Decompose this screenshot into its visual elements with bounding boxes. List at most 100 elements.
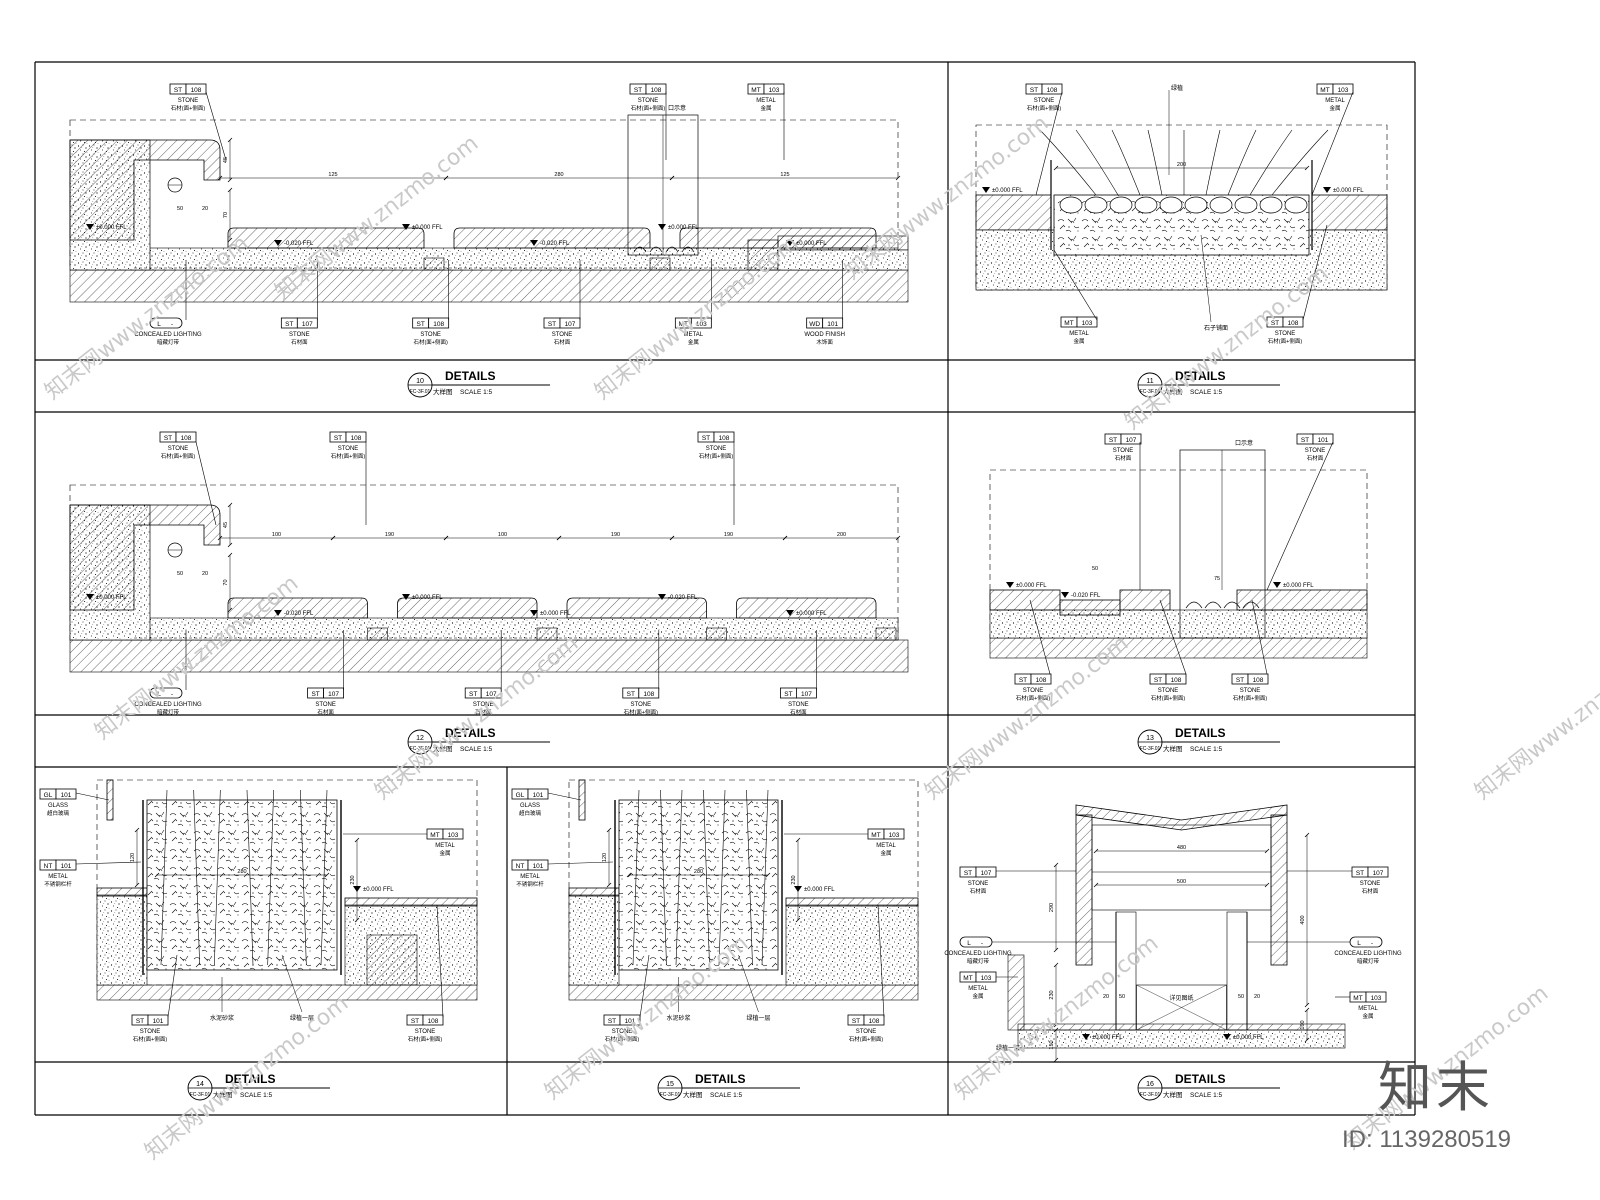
tag-material: CONCEALED LIGHTING	[134, 702, 202, 708]
level-text: ±0.000 FFL	[1233, 1035, 1264, 1041]
dim-tick	[1053, 165, 1059, 171]
image-id: ID: 1139280519	[1342, 1126, 1512, 1153]
dim-text: 20	[202, 206, 208, 212]
plant-stem	[193, 789, 200, 966]
dim-tick	[795, 837, 801, 843]
dim-text: 50	[1238, 994, 1244, 1000]
tag-material: STONE	[140, 1029, 161, 1035]
leader-line	[738, 954, 759, 1013]
metal-edge	[747, 239, 779, 271]
tag-desc: 超白玻璃	[47, 809, 70, 817]
dim-text: 125	[328, 172, 337, 178]
dimension: 70	[223, 187, 233, 243]
dim-text: 50	[177, 571, 183, 577]
dim-text: 190	[611, 532, 620, 538]
plant-leaf	[1227, 129, 1257, 196]
tag-num-box	[1312, 433, 1334, 445]
plant-stem	[267, 789, 274, 966]
tag-code: ST	[285, 321, 293, 328]
dimension: 120	[130, 827, 140, 888]
dim-tick	[443, 535, 449, 541]
level-triangle	[402, 224, 410, 230]
tag-desc: 石材(面+侧面)	[1027, 104, 1062, 112]
tag-code: ST	[634, 87, 642, 94]
dim-tick	[669, 175, 675, 181]
concrete-left	[96, 894, 148, 986]
detail-subtitle: 大样图	[1163, 744, 1183, 753]
dim-text: 100	[272, 532, 281, 538]
tag-material: STONE	[552, 332, 573, 338]
tag-material: METAL	[968, 986, 988, 992]
dimension: 70	[223, 552, 233, 613]
earth-hatch	[96, 984, 478, 1001]
tag-num: 108	[1171, 677, 1182, 684]
dim-tick	[626, 872, 632, 878]
dimension: 190	[556, 532, 675, 541]
tag-material: STONE	[473, 702, 494, 708]
stone-slab	[397, 597, 538, 619]
dim-text: 100	[498, 532, 507, 538]
level-mark: ±0.000 FFL	[1082, 1034, 1123, 1041]
tag-num-box	[1041, 83, 1063, 95]
planting-volume	[146, 799, 338, 971]
detail-number: 12	[416, 735, 424, 742]
tag-material: STONE	[1023, 688, 1044, 694]
plant-stem	[746, 789, 753, 966]
dim-text: 230	[1049, 990, 1055, 999]
leader-line	[639, 954, 650, 1018]
tag-code: ST	[1154, 677, 1162, 684]
tag-num-box	[147, 1014, 169, 1026]
dimension: 190	[330, 532, 449, 541]
leader-line	[1266, 441, 1334, 591]
dim-tick	[669, 535, 675, 541]
dim-tick	[1304, 165, 1310, 171]
note-text: 水泥砂浆	[210, 1014, 234, 1022]
base-slab	[1017, 1029, 1346, 1049]
level-text: -0.020 FFL	[1071, 593, 1101, 599]
tag-desc: 石材(面+侧面)	[408, 1035, 443, 1043]
tag-num-box	[1165, 673, 1187, 685]
recess-slab	[367, 627, 388, 641]
dim-tick	[227, 542, 233, 548]
tag-material: METAL	[48, 874, 68, 880]
dim-tick	[227, 552, 233, 558]
dimension: 280	[443, 172, 675, 181]
note-text: 绿植一层	[746, 1014, 770, 1022]
level-triangle	[658, 224, 666, 230]
dimension: 400	[1300, 832, 1310, 1008]
dim-text: 120	[130, 853, 136, 862]
tag-code: MT	[679, 321, 688, 328]
tag-num: 108	[1288, 320, 1299, 327]
plant-stem	[214, 789, 221, 966]
tag-code: MT	[1320, 87, 1329, 94]
level-mark: ±0.000 FFL	[402, 594, 443, 601]
tag-num-box	[619, 1014, 641, 1026]
tag-code: ST	[1271, 320, 1279, 327]
tag-num-box	[796, 687, 817, 699]
tag-code: ST	[964, 870, 972, 877]
sheet-ref: FC-3F.01	[1140, 746, 1161, 752]
dimension: 45	[223, 502, 233, 548]
dim-text: 50	[1119, 994, 1125, 1000]
dim-text: 70	[223, 212, 229, 218]
stone-top-left	[568, 887, 620, 897]
plant-leaf	[1039, 129, 1097, 196]
glass-rail	[578, 779, 586, 821]
tag-num-box	[527, 788, 549, 800]
tag-material: STONE	[178, 98, 199, 104]
dim-text: 150	[1049, 1040, 1055, 1049]
dim-tick	[795, 917, 801, 923]
tag-desc: 暗藏灯带	[1357, 957, 1380, 965]
tag-code: ST	[1030, 87, 1038, 94]
